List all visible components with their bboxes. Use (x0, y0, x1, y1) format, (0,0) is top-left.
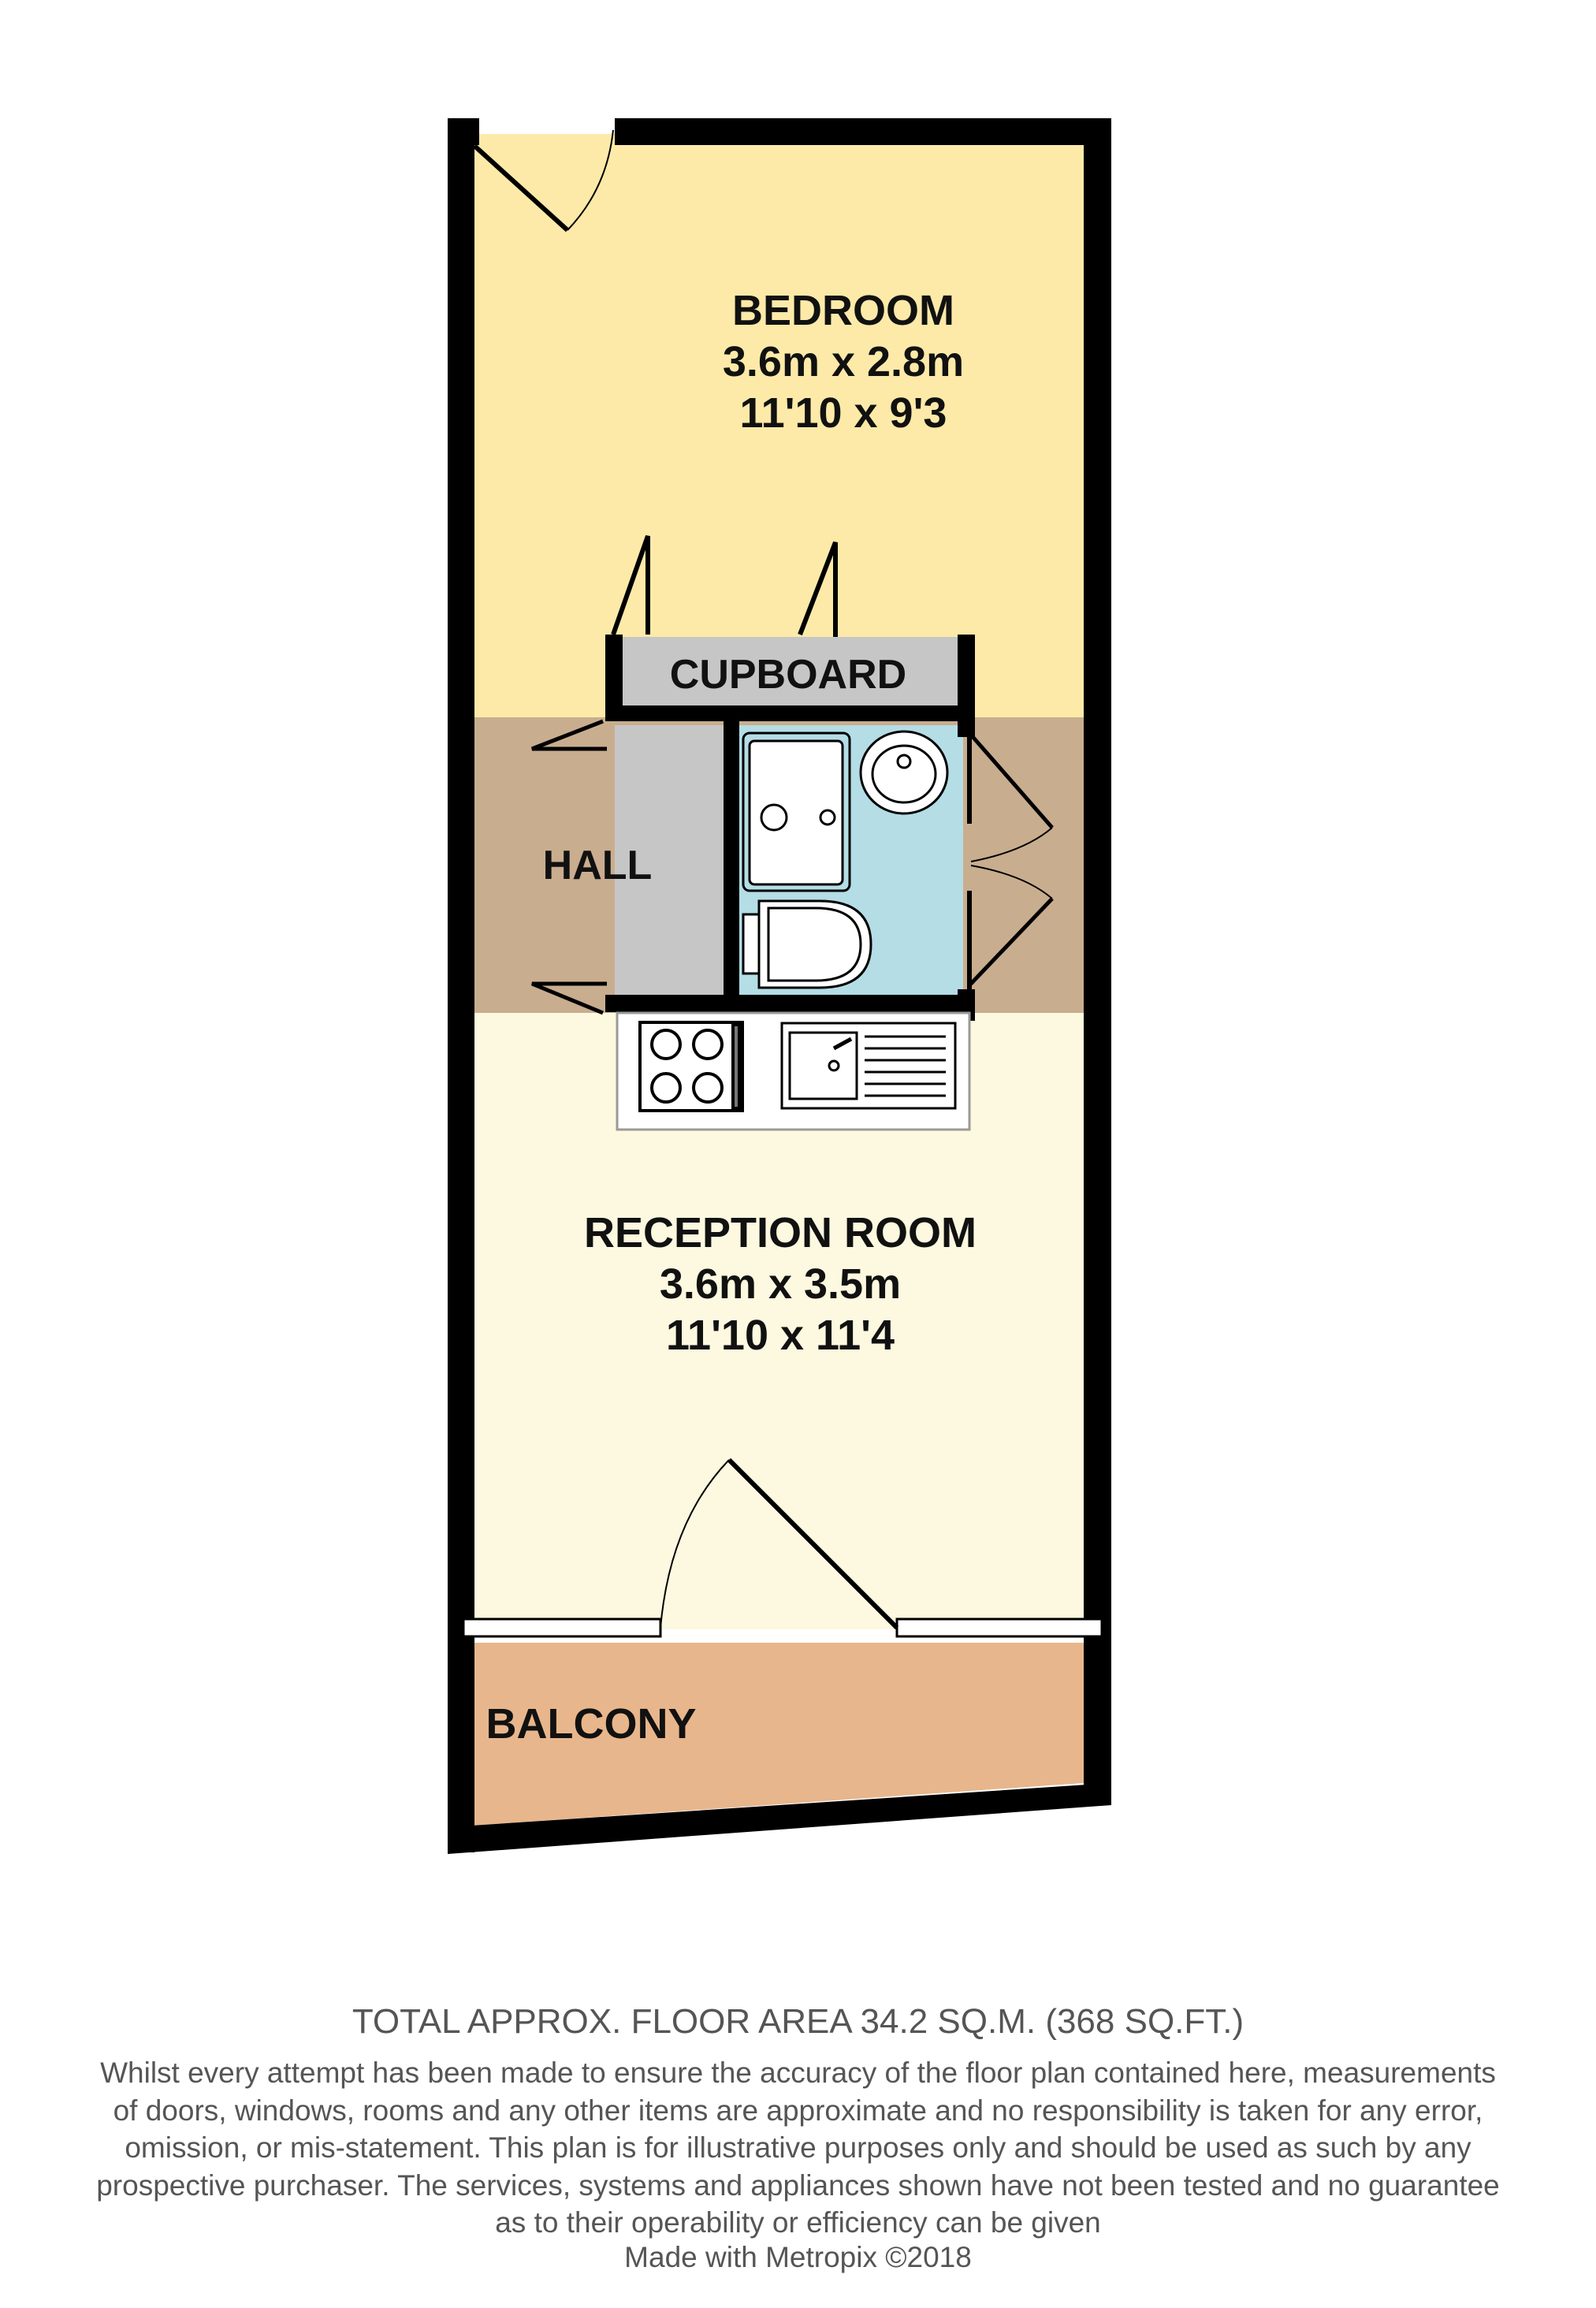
disclaimer-line: prospective purchaser. The services, sys… (96, 2168, 1500, 2202)
door-swing-icon (531, 719, 607, 1015)
bedroom-label: BEDROOM (732, 287, 954, 334)
door-swing-icon (611, 535, 838, 637)
reception-label: RECEPTION ROOM (584, 1209, 977, 1256)
door-swing-icon (660, 1457, 899, 1630)
door-swing-icon (968, 731, 1054, 987)
bedroom-area (473, 134, 1084, 717)
disclaimer-line: Whilst every attempt has been made to en… (100, 2057, 1496, 2089)
toilet-icon (742, 899, 872, 989)
disclaimer-line: of doors, windows, rooms and any other i… (113, 2094, 1483, 2127)
disclaimer: Whilst every attempt has been made to en… (0, 2054, 1596, 2242)
basin-icon (859, 730, 949, 815)
reception-metric-dimensions: 3.6m x 3.5m (660, 1260, 901, 1308)
disclaimer-line: as to their operability or efficiency ca… (495, 2206, 1101, 2239)
bedroom-metric-dimensions: 3.6m x 2.8m (723, 338, 964, 385)
credit: Made with Metropix ©2018 (624, 2241, 972, 2273)
reception-imperial-dimensions: 11'10 x 11'4 (666, 1312, 895, 1359)
bedroom-imperial-dimensions: 11'10 x 9'3 (740, 389, 947, 437)
cupboard-area (615, 637, 967, 709)
disclaimer-line: omission, or mis-statement. This plan is… (125, 2131, 1471, 2164)
bath-icon (742, 731, 851, 892)
hall-label: HALL (543, 843, 653, 888)
total-floor-area: TOTAL APPROX. FLOOR AREA 34.2 SQ.M. (368… (352, 2002, 1244, 2041)
hall-cupboard-area (615, 725, 725, 1009)
hob-icon (638, 1021, 744, 1112)
cupboard-label: CUPBOARD (670, 652, 906, 698)
door-swing-icon (472, 129, 614, 233)
balcony-area (473, 1643, 1084, 1826)
outer-walls (448, 118, 1111, 1854)
balcony-label: BALCONY (486, 1700, 697, 1748)
sink-icon (780, 1022, 957, 1110)
